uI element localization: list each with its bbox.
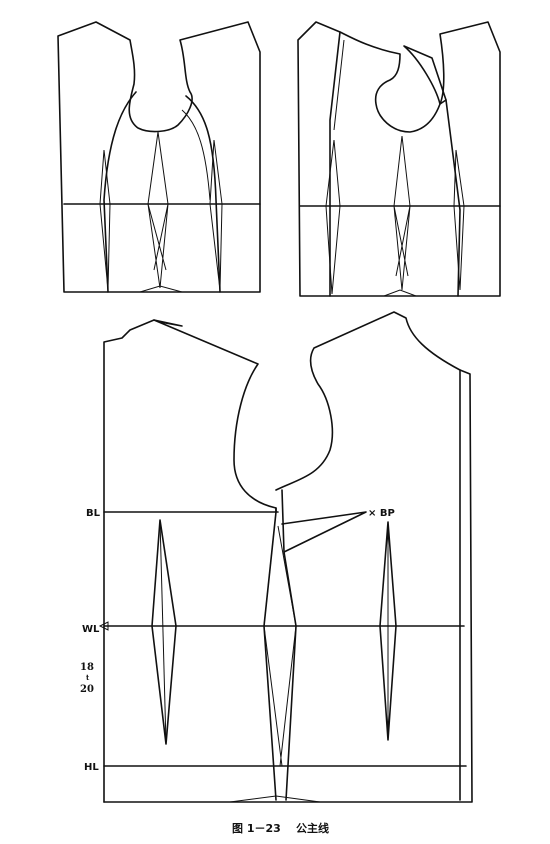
bottom-shoulder-wedge bbox=[153, 319, 183, 327]
top-right-seam-left-2 bbox=[333, 39, 345, 131]
top-left-hem-mark bbox=[139, 285, 183, 293]
top-left-outline bbox=[57, 21, 261, 293]
top-right-dart-center bbox=[393, 135, 411, 291]
top-right-seam-left bbox=[329, 31, 341, 297]
bottom-left-piece-outline bbox=[103, 319, 277, 803]
top-left-dart-left bbox=[99, 149, 111, 291]
bust-point-label: × BP bbox=[368, 508, 395, 519]
top-left-dart-right bbox=[209, 139, 223, 291]
bottom-dart-left-inner bbox=[159, 519, 167, 745]
bottom-dart-left bbox=[151, 519, 177, 745]
bust-line-label: BL bbox=[86, 508, 101, 519]
top-left-princess-left bbox=[103, 91, 137, 293]
panel-bottom bbox=[98, 311, 473, 803]
top-left-dart-center bbox=[147, 131, 169, 289]
hip-line-label: HL bbox=[84, 762, 99, 773]
top-left-princess-right bbox=[185, 95, 221, 293]
bottom-princess-seam-2 bbox=[281, 489, 297, 801]
fraction-bottom: 20 bbox=[80, 684, 94, 695]
fraction-mid: t bbox=[86, 673, 90, 682]
bottom-bp-wedge bbox=[281, 511, 367, 553]
top-right-shoulder-wedge bbox=[403, 45, 447, 105]
bottom-right-piece-outline bbox=[275, 311, 461, 801]
figure-number: 图 1－23 bbox=[232, 822, 281, 835]
bottom-hem-mark bbox=[229, 795, 321, 803]
top-right-dart-right bbox=[453, 149, 465, 291]
top-right-outline bbox=[297, 21, 501, 297]
panel-top-right bbox=[297, 21, 501, 297]
top-right-dart-left bbox=[325, 139, 341, 295]
top-left-princess-right-inner bbox=[181, 109, 211, 201]
waist-marker bbox=[98, 621, 109, 631]
fraction-top: 18 bbox=[80, 662, 94, 673]
bottom-princess-seam bbox=[263, 507, 277, 801]
bottom-front-extension bbox=[103, 369, 473, 803]
top-right-hem-mark bbox=[383, 289, 417, 297]
waist-line-label: WL bbox=[82, 624, 100, 635]
bottom-dart-center bbox=[263, 511, 297, 767]
panel-top-left bbox=[57, 21, 261, 293]
figure-title: 公主线 bbox=[296, 821, 329, 835]
